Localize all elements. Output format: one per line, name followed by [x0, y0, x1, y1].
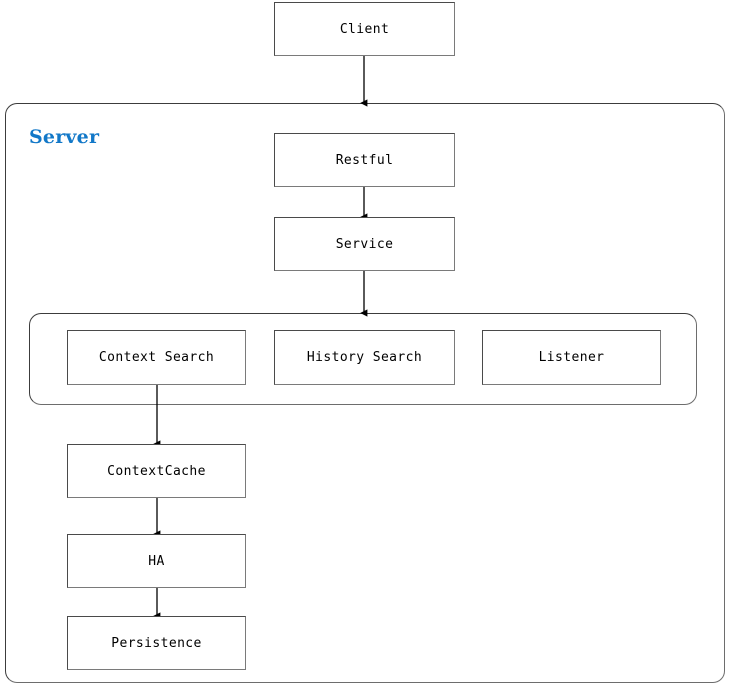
node-service-label: Service [335, 236, 394, 252]
node-ha-label: HA [148, 553, 165, 569]
node-listener-label: Listener [538, 350, 605, 365]
node-persistence[interactable]: Persistence [67, 616, 246, 670]
node-context-search[interactable]: Context Search [67, 330, 246, 385]
node-history-search[interactable]: History Search [274, 330, 455, 385]
node-context-search-label: Context Search [98, 350, 215, 365]
node-context-cache[interactable]: ContextCache [67, 444, 246, 498]
node-context-cache-label: ContextCache [107, 463, 206, 479]
node-client[interactable]: Client [274, 2, 455, 56]
node-restful[interactable]: Restful [274, 133, 455, 187]
node-service[interactable]: Service [274, 217, 455, 271]
node-restful-label: Restful [335, 152, 394, 168]
node-client-label: Client [339, 21, 390, 37]
node-ha[interactable]: HA [67, 534, 246, 588]
node-persistence-label: Persistence [111, 635, 202, 651]
node-history-search-label: History Search [306, 350, 423, 365]
node-listener[interactable]: Listener [482, 330, 661, 385]
group-server-label: Server [29, 126, 100, 148]
